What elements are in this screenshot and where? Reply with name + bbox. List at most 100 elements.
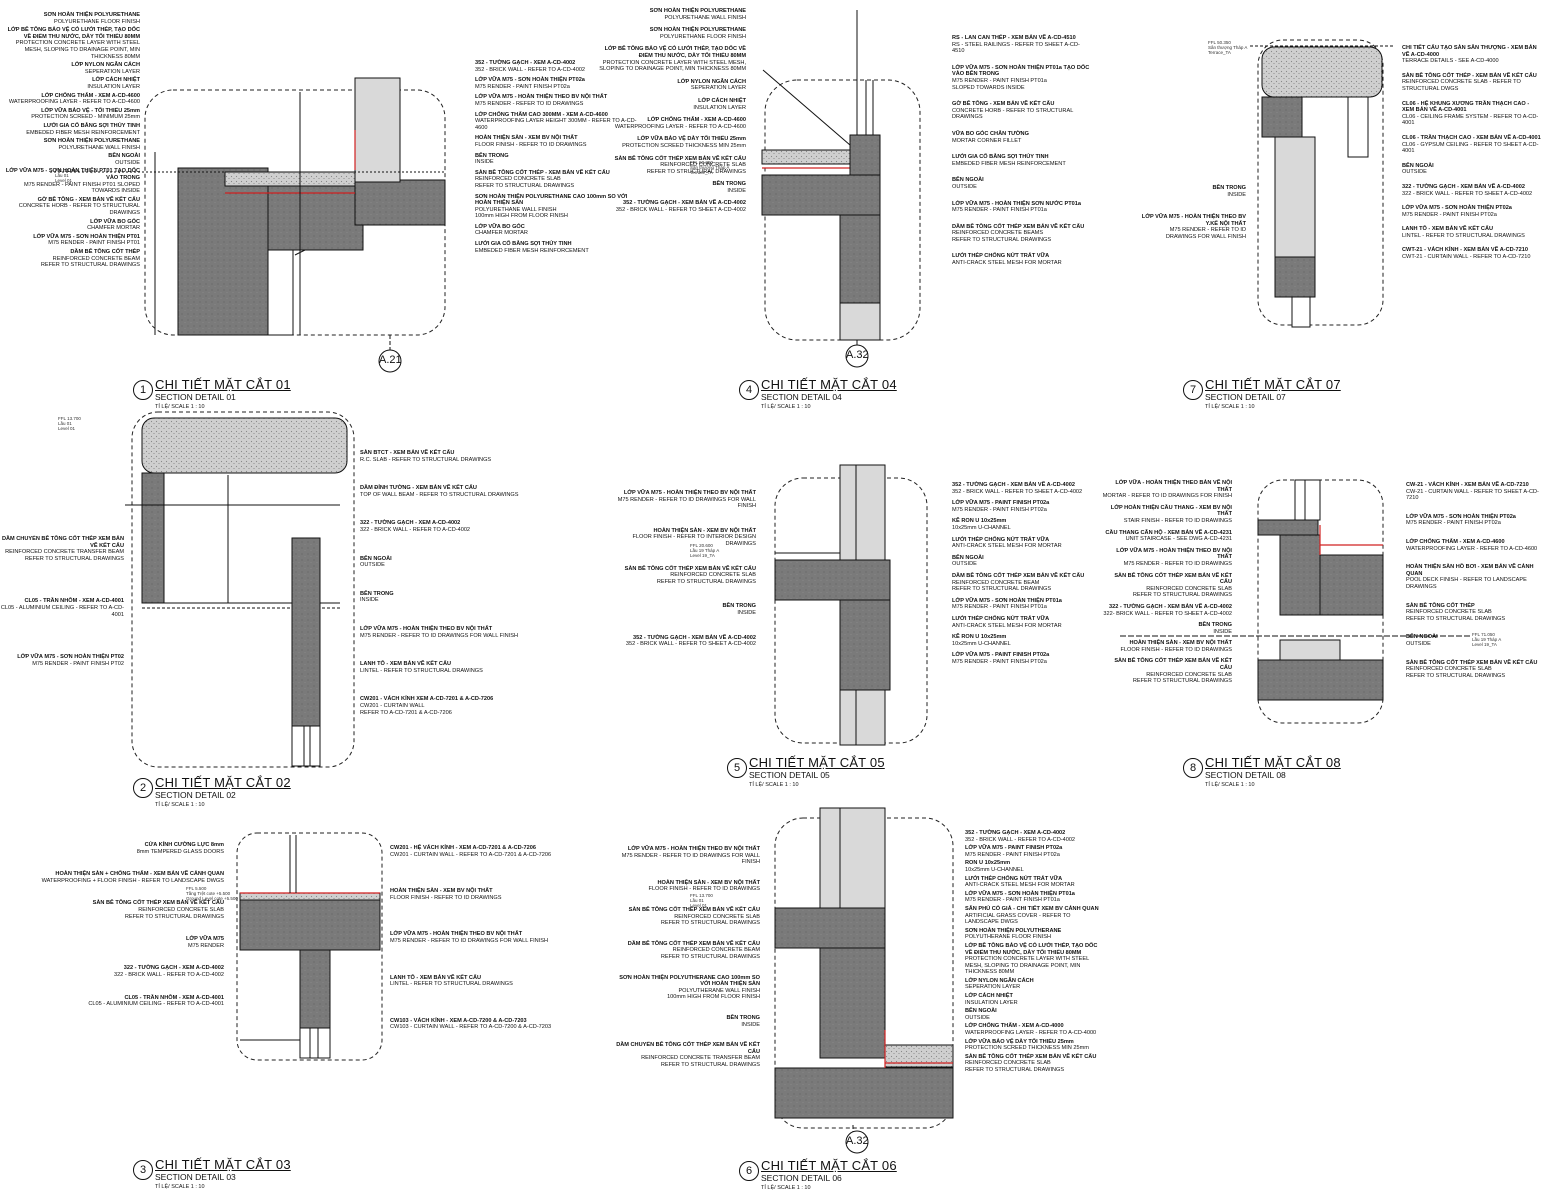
annotation-en: WATERPROOFING + FLOOR FINISH - REFER TO …: [41, 877, 224, 884]
section-title-en: SECTION DETAIL 03: [155, 1172, 236, 1182]
level-marker-04: FFL 50.350 Sân thượng Tháp A Terrace_TA: [690, 160, 730, 175]
annotation-en: REINFORCED CONCRETE SLAB REFER TO STRUCT…: [660, 913, 760, 927]
annotation-en: M75 RENDER - PAINT FINISH PT02a: [965, 851, 1060, 858]
annotation-en: CL05 - ALUMINIUM CEILING - REFER TO A-CD…: [0, 604, 124, 618]
annotation-vn: LƯỚI THÉP CHỐNG NỨT TRÁT VỮA: [952, 536, 1050, 543]
annotation-note: SƠN HOÀN THIỆN POLYUTHERANE CAO 100mm SO…: [610, 975, 760, 1001]
annotation-note: CW103 - VÁCH KÍNH - XEM A-CD-7200 & A-CD…: [390, 1018, 560, 1031]
annotation-en: WATERPROOFING LAYER HEIGHT 300MM - REFER…: [475, 118, 637, 131]
annotation-en: LINTEL - REFER TO STRUCTURAL DRAWINGS: [390, 981, 513, 988]
annotation-vn: LỚP CÁCH NHIỆT: [698, 97, 746, 104]
section-08-right-notes: CW-21 - VÁCH KÍNH - XEM BẢN VẼ A-CD-7210…: [1406, 482, 1544, 691]
section-04-drawing: [761, 10, 921, 368]
annotation-en: EMBEDED FIBER MESH REINFORCEMENT: [26, 129, 140, 136]
annotation-en: 322 - BRICK WALL - REFER TO SHEET A-CD-4…: [1402, 190, 1533, 197]
annotation-vn: LỚP VỮA M75 - SƠN HOÀN THIỆN PT01a: [965, 890, 1075, 897]
section-title-vn: CHI TIẾT MẶT CẮT 06: [761, 1158, 897, 1173]
annotation-note: CHI TIẾT CẤU TẠO SÀN SÂN THƯỢNG - XEM BẢ…: [1402, 45, 1542, 65]
annotation-vn: LƯỚI THÉP CHỐNG NỨT TRÁT VỮA: [952, 615, 1050, 622]
annotation-vn: LỚP VỮA M75 - HOÀN THIỆN THEO BV NỘI THẤ…: [475, 94, 608, 101]
annotation-en: POOL DECK FINISH - REFER TO LANDSCAPE DR…: [1406, 577, 1527, 590]
annotation-vn: LỚP VỮA BẢO VỆ DÀY TỐI THIỂU 25mm: [965, 1038, 1074, 1045]
section-title-vn: CHI TIẾT MẶT CẮT 08: [1205, 755, 1341, 770]
annotation-vn: LỚP BÊ TÔNG BẢO VỆ CÓ LƯỚI THÉP, TẠO DỐC…: [965, 942, 1098, 956]
annotation-vn: LỚP VỮA M75 - SƠN HOÀN THIỆN PT02: [17, 654, 124, 661]
annotation-en: SEPERATION LAYER: [84, 68, 140, 75]
annotation-vn: 322 - TƯỜNG GẠCH - XEM BẢN VẼ A-CD-4002: [1402, 183, 1525, 190]
annotation-en: M75 RENDER - REFER TO ID DRAWINGS FOR WA…: [621, 852, 760, 866]
annotation-vn: LỚP VỮA BẢO VỆ - TỐI THIỂU 25mm: [41, 107, 140, 114]
annotation-en: POLYURETHANE WALL FINISH 100mm HIGH FROM…: [475, 206, 568, 220]
annotation-en: OUTSIDE: [952, 561, 977, 568]
annotation-vn: LANH TÔ - XEM BẢN VẼ KẾT CẤU: [1402, 226, 1494, 233]
level-marker-08: FFL 71.050 Lầu 19 Tháp A Level 19_TA: [1472, 632, 1502, 647]
section-title-en: SECTION DETAIL 01: [155, 392, 236, 402]
annotation-vn: SƠN HOÀN THIỆN POLYUTHERANE: [965, 927, 1062, 934]
annotation-en: M75 RENDER - PAINT FINISH PT02a: [475, 83, 570, 90]
section-title-vn: CHI TIẾT MẶT CẮT 02: [155, 775, 291, 790]
annotation-vn: LỚP NYLON NGĂN CÁCH: [677, 78, 746, 85]
annotation-en: LINTEL - REFER TO STRUCTURAL DRAWINGS: [1402, 232, 1525, 239]
section-05-drawing: [774, 464, 928, 746]
annotation-vn: LỚP CHỐNG THẤM - XEM A-CD-4600: [647, 117, 746, 124]
annotation-vn: BÊN NGOÀI: [965, 1008, 997, 1015]
annotation-vn: LỚP VỮA M75 - PAINT FINISH PT02a: [952, 652, 1050, 659]
annotation-vn: HOÀN THIỆN SÀN + CHỐNG THẤM - XEM BẢN VẼ…: [55, 871, 224, 878]
annotation-en: M75 RENDER - REFER TO ID DRAWINGS FOR WA…: [390, 937, 548, 944]
annotation-en: 322 - BRICK WALL - REFER TO A-CD-4002: [113, 971, 224, 978]
annotation-en: 10x25mm U-CHANNEL: [952, 524, 1011, 531]
annotation-en: REINFORCED CONCRETE TRANSFER BEAM REFER …: [5, 549, 124, 562]
annotation-vn: CW201 - VÁCH KÍNH XEM A-CD-7201 & A-CD-7…: [360, 696, 494, 703]
annotation-en: M75 RENDER - PAINT FINISH PT02a: [952, 658, 1047, 665]
annotation-note: LỚP VỮA M75 - HOÀN THIỆN THEO BV NỘI THẤ…: [360, 626, 530, 639]
annotation-vn: 322 - TƯỜNG GẠCH - XEM BẢN VẼ A-CD-4002: [1109, 603, 1232, 610]
annotation-vn: 352 - TƯỜNG GẠCH - XEM BẢN VẼ A-CD-4002: [952, 482, 1075, 488]
annotation-vn: SƠN HOÀN THIỆN POLYURETHANE: [649, 27, 746, 34]
annotation-en: CW201 - CURTAIN WALL - REFER TO A-CD-720…: [390, 851, 552, 858]
annotation-en: ANTI-CRACK STEEL MESH FOR MORTAR: [952, 260, 1062, 267]
annotation-en: CHAMFER MORTAR: [475, 230, 528, 237]
annotation-vn: GỜ BÊ TÔNG - XEM BẢN VẼ KẾT CẤU: [37, 196, 140, 203]
annotation-en: CW103 - CURTAIN WALL - REFER TO A-CD-720…: [390, 1024, 552, 1031]
annotation-vn: DẦM BÊ TÔNG CỐT THÉP XEM BẢN VẼ KẾT CẤU: [952, 223, 1085, 230]
section-title-vn: CHI TIẾT MẶT CẮT 04: [761, 377, 897, 392]
annotation-en: REINFORCED CONCRETE BEAM REFER TO STRUCT…: [660, 947, 760, 960]
annotation-vn: LỚP VỮA M75 - HOÀN THIỆN THEO BV Y.KẾ NỘ…: [1141, 214, 1246, 227]
annotation-en: EMBEDED FIBER MESH REINFORCEMENT: [952, 160, 1066, 167]
section-number: 3: [133, 1160, 153, 1180]
annotation-vn: LỚP NYLON NGĂN CÁCH: [965, 977, 1034, 984]
section-number: 4: [739, 380, 759, 400]
annotation-vn: CỬA KÍNH CƯỜNG LỰC 8mm: [144, 842, 224, 848]
section-02-drawing: [125, 411, 355, 768]
section-04-right-notes: RS - LAN CAN THÉP - XEM BẢN VẼ A-CD-4510…: [952, 35, 1092, 277]
annotation-en: M75 RENDER - PAINT FINISH PT01a: [952, 207, 1047, 214]
section-03-right-notes: CW201 - HỆ VÁCH KÍNH - XEM A-CD-7201 & A…: [390, 845, 560, 1061]
annotation-vn: LỚP VỮA M75 - SƠN HOÀN THIỆN PT01a TẠO D…: [952, 64, 1090, 78]
section-scale: TỈ LỆ/ SCALE 1 : 10: [155, 802, 205, 808]
annotation-vn: LỚP NYLON NGĂN CÁCH: [71, 62, 140, 69]
annotation-vn: SÂN PHỦ CỎ GIẢ - CHI TIẾT XEM BV CẢNH QU…: [965, 905, 1099, 912]
annotation-en: REINFORCED CONCRETE SLAB REFER TO STRUCT…: [656, 572, 756, 585]
annotation-note: LỚP VỮA - HOÀN THIỆN THEO BẢN VẼ NỘI THẤ…: [1102, 480, 1232, 500]
